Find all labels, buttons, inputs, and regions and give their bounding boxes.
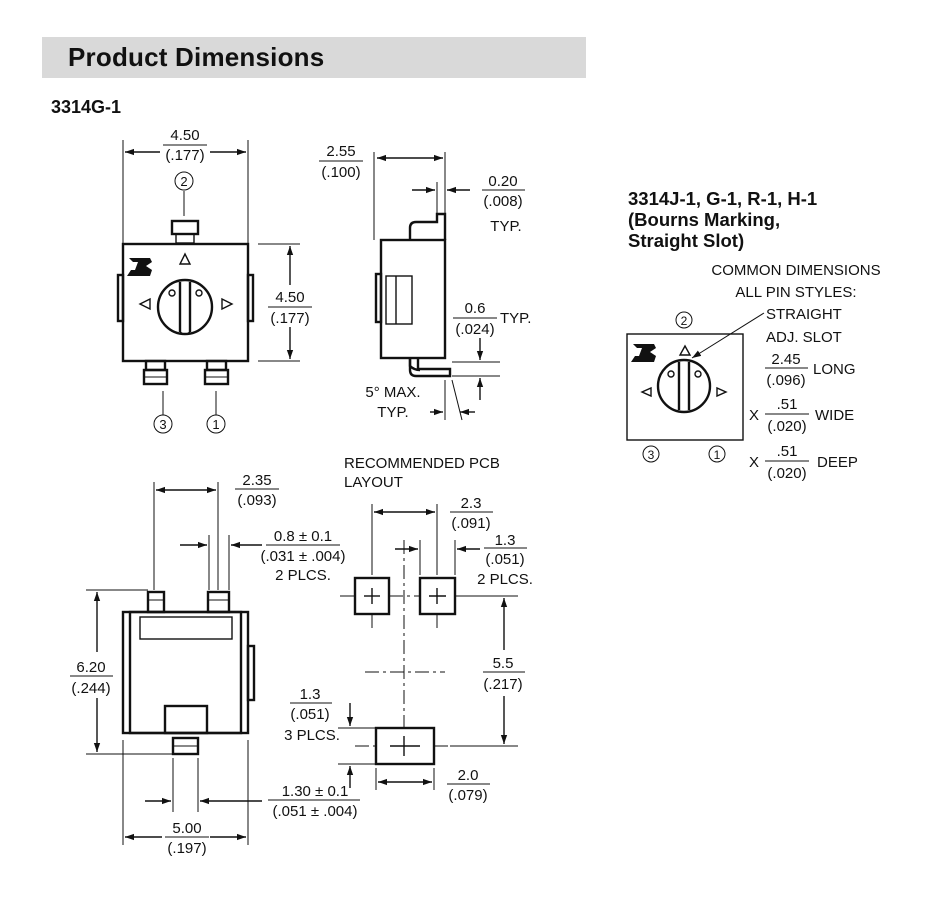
top-height-value: 4.50 [275,289,304,306]
section-title: Product Dimensions [68,42,325,72]
lead-thickness-inch: (.008) [483,193,522,210]
model-label: 3314G-1 [51,97,122,117]
slot-wide-label: WIDE [815,407,854,424]
variant-pin-2-marker [675,311,693,329]
big-pad-width-value: 2.0 [458,767,479,784]
slot-wide-value: .51 [777,396,798,413]
lead-height-note: TYP. [500,310,531,327]
body-height-value: 6.20 [76,659,105,676]
variant-title-line-3: Straight Slot) [628,230,745,251]
pin-width-inch: (.031 ± .004) [261,548,346,565]
pin-width-note: 2 PLCS. [275,567,331,584]
bourns-logo [127,258,152,276]
pad-width-inch: (.051) [485,551,524,568]
side-view: 2.55 (.100) 0.20 (.008) TYP. 0.6 (.024) … [319,143,531,421]
adjustment-rotor [156,278,214,336]
body-height-inch: (.244) [71,680,110,697]
pin-width-value: 0.8 ± 0.1 [274,528,332,545]
slot-wide-prefix: X [749,407,759,424]
common-dim-line-1: COMMON DIMENSIONS [711,262,880,279]
bottom-width-inch: (.197) [167,840,206,857]
slot-deep-prefix: X [749,454,759,471]
lead-height-value: 0.6 [465,300,486,317]
pad-height-value: 1.3 [300,686,321,703]
side-body [379,238,447,360]
pin-2-label: 2 [180,174,187,189]
common-dim-line-2: ALL PIN STYLES: [735,284,856,301]
side-depth-inch: (.100) [321,164,360,181]
pcb-layout: RECOMMENDED PCB LAYOUT 2.3 (.091) 1.3 (.… [284,455,533,804]
variant-pin-1-marker [708,445,726,463]
pad-spacing-inch: (.091) [451,515,490,532]
pin-1-marker [206,414,226,434]
slot-line-2: ADJ. SLOT [766,329,842,346]
row-spacing-value: 5.5 [493,655,514,672]
pin-3-marker [153,414,173,434]
side-depth-value: 2.55 [326,143,355,160]
variant-title-line-1: 3314J-1, G-1, R-1, H-1 [628,188,818,209]
section-header: Product Dimensions [42,37,586,78]
variant-pin-3-label: 3 [648,448,655,462]
top-view: 4.50 (.177) 2 [116,127,315,434]
pin-3-label: 3 [159,417,166,432]
variant-detail: COMMON DIMENSIONS ALL PIN STYLES: STRAIG… [626,262,881,482]
big-pad-width-inch: (.079) [448,787,487,804]
pad-width-value: 1.3 [495,532,516,549]
tab-width-value: 1.30 ± 0.1 [282,783,349,800]
pin-2-marker [174,171,194,191]
variant-pin-3-marker [642,445,660,463]
pad-height-inch: (.051) [290,706,329,723]
slot-long-inch: (.096) [766,372,805,389]
variant-pin-2-label: 2 [681,314,688,328]
pin-1-label: 1 [212,417,219,432]
variant-bourns-logo [631,344,656,362]
pcb-title-line-2: LAYOUT [344,474,403,491]
pin-spacing-value: 2.35 [242,472,271,489]
bottom-width-value: 5.00 [172,820,201,837]
pad-width-note: 2 PLCS. [477,571,533,588]
pad-height-note: 3 PLCS. [284,727,340,744]
slot-long-label: LONG [813,361,856,378]
slot-deep-label: DEEP [817,454,858,471]
variant-rotor [656,358,712,414]
bottom-view: 2.35 (.093) 0.8 ± 0.1 (.031 ± .004) 2 PL… [68,472,360,857]
row-spacing-inch: (.217) [483,676,522,693]
slot-long-value: 2.45 [771,351,800,368]
angle-note-line-2: TYP. [377,404,408,421]
top-width-value: 4.50 [170,127,199,144]
slot-line-1: STRAIGHT [766,306,842,323]
variant-title: 3314J-1, G-1, R-1, H-1 (Bourns Marking, … [628,188,817,251]
lead-height-inch: (.024) [455,321,494,338]
top-height-inch: (.177) [270,310,309,327]
variant-title-line-2: (Bourns Marking, [628,209,781,230]
angle-note-line-1: 5° MAX. [365,384,420,401]
pin-spacing-inch: (.093) [237,492,276,509]
slot-deep-value: .51 [777,443,798,460]
variant-pin-1-label: 1 [714,448,721,462]
lead-thickness-note: TYP. [490,218,521,235]
bottom-body [121,610,250,735]
lead-thickness-value: 0.20 [488,173,517,190]
variant-body [626,333,744,441]
slot-deep-inch: (.020) [767,465,806,482]
tab-width-inch: (.051 ± .004) [273,803,358,820]
slot-wide-inch: (.020) [767,418,806,435]
top-width-inch: (.177) [165,147,204,164]
pad-spacing-value: 2.3 [461,495,482,512]
pcb-title-line-1: RECOMMENDED PCB [344,455,500,472]
